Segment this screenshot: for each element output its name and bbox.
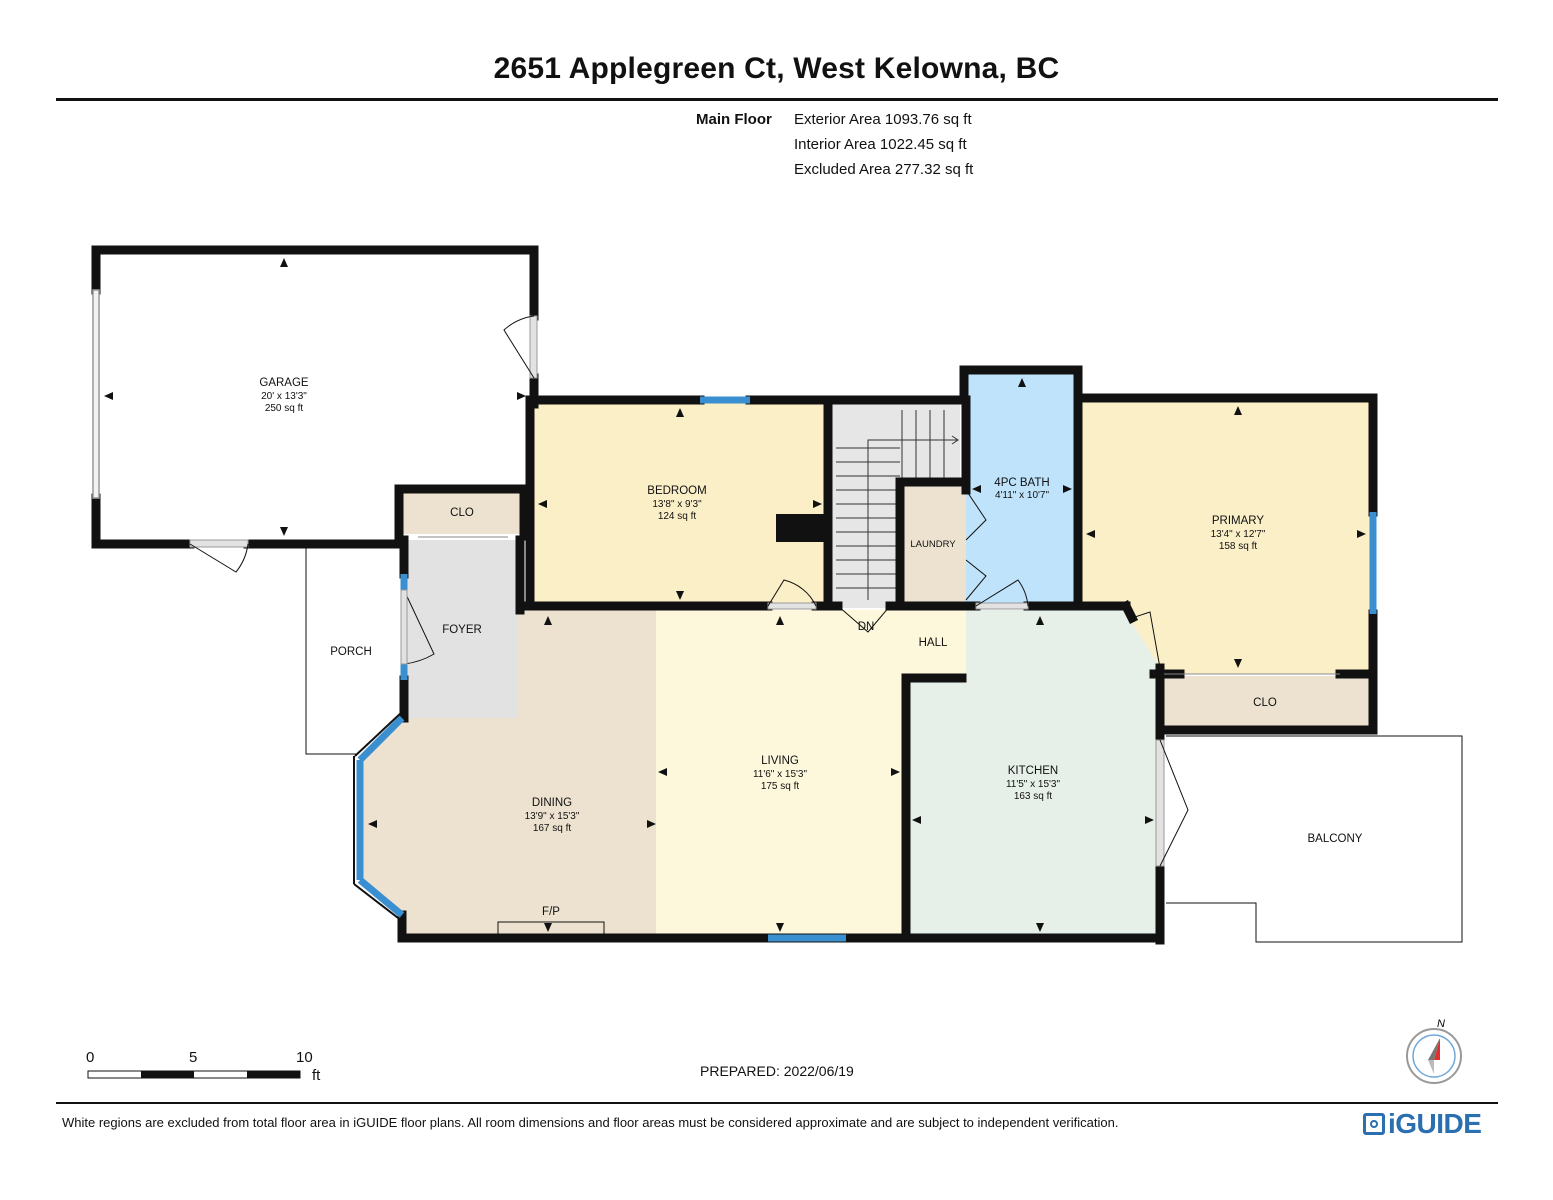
living-fill — [656, 610, 966, 938]
area-value: 277.32 sq ft — [894, 161, 974, 178]
bedroom-area: 124 sq ft — [658, 511, 697, 522]
walls — [91, 245, 1378, 945]
hall-label: HALL — [919, 637, 948, 649]
garage-dims: 20' x 13'3" — [261, 391, 307, 402]
garage-area: 250 sq ft — [265, 403, 304, 414]
laundry-fill — [904, 482, 966, 606]
kitchen-name: KITCHEN — [1008, 765, 1058, 777]
garage-door — [92, 289, 100, 499]
bedroom-fill — [530, 401, 828, 607]
closet-label: CLO — [450, 507, 474, 519]
area-label: Interior Area — [794, 136, 876, 153]
laundry-label: LAUNDRY — [910, 539, 956, 550]
dining-area: 167 sq ft — [533, 823, 572, 834]
area-value: 1093.76 sq ft — [884, 111, 972, 128]
scale-tick-0: 0 — [86, 1049, 94, 1066]
compass-icon: N — [1406, 1018, 1462, 1084]
bedroom-dims: 13'8" x 9'3" — [652, 499, 702, 510]
garage-name: GARAGE — [259, 377, 309, 389]
scale-bar: 0 5 10 ft — [86, 1049, 321, 1084]
scale-unit: ft — [312, 1067, 321, 1084]
dining-dims: 13'9" x 15'3" — [525, 811, 580, 822]
bay-outline — [353, 711, 403, 922]
bath-fill — [966, 372, 1077, 606]
dimension-arrows — [104, 258, 1366, 932]
dining-fill — [360, 610, 656, 938]
foyer-fill — [404, 540, 518, 718]
bedroom-name: BEDROOM — [647, 485, 706, 497]
plan-title: 2651 Applegreen Ct, West Kelowna, BC — [493, 52, 1060, 85]
interior-area: Interior Area 1022.45 sq ft — [794, 136, 967, 153]
area-label: Exterior Area — [794, 111, 881, 128]
living-dims: 11'6" x 15'3" — [753, 769, 808, 780]
primary-area: 158 sq ft — [1219, 541, 1258, 552]
kitchen-fill — [906, 610, 1160, 938]
primary-closet-fill — [1160, 676, 1371, 728]
dining-name: DINING — [532, 797, 572, 809]
doors — [189, 315, 1340, 867]
scale-tick-5: 5 — [189, 1049, 197, 1066]
staircase — [836, 410, 959, 600]
bath-name: 4PC BATH — [994, 477, 1049, 489]
windows — [356, 396, 1377, 942]
fireplace-label: F/P — [542, 906, 560, 918]
prepared-label: PREPARED: — [700, 1063, 780, 1079]
area-value: 1022.45 sq ft — [879, 136, 967, 153]
foyer-label: FOYER — [442, 624, 482, 636]
kitchen-area: 163 sq ft — [1014, 791, 1053, 802]
porch-label: PORCH — [330, 646, 372, 658]
area-label: Excluded Area — [794, 161, 891, 178]
footer-divider — [56, 1102, 1498, 1104]
exterior-area: Exterior Area 1093.76 sq ft — [794, 111, 972, 128]
primary-dims: 13'4" x 12'7" — [1211, 529, 1266, 540]
floor-name: Main Floor — [696, 111, 772, 128]
scale-tick-10: 10 — [296, 1049, 313, 1066]
iguide-logo-icon — [1363, 1113, 1385, 1135]
primary-name: PRIMARY — [1212, 515, 1265, 527]
prepared-value: 2022/06/19 — [783, 1063, 854, 1079]
iguide-logo-text: iGUIDE — [1388, 1108, 1482, 1139]
disclaimer-text: White regions are excluded from total fl… — [62, 1115, 1119, 1130]
prepared-date: PREPARED: 2022/06/19 — [700, 1063, 854, 1079]
chimney-block — [776, 514, 828, 542]
living-area: 175 sq ft — [761, 781, 800, 792]
bath-dims: 4'11" x 10'7" — [995, 490, 1050, 501]
upper-closet-fill — [399, 490, 525, 534]
fireplace — [497, 921, 605, 935]
balcony-label: BALCONY — [1308, 833, 1363, 845]
excluded-area: Excluded Area 277.32 sq ft — [794, 161, 973, 178]
kitchen-dims: 11'5" x 15'3" — [1006, 779, 1061, 790]
living-name: LIVING — [761, 755, 799, 767]
iguide-logo: iGUIDE — [1363, 1108, 1482, 1140]
exterior-outlines — [305, 546, 1463, 943]
header-divider — [56, 98, 1498, 101]
primary-closet-label: CLO — [1253, 697, 1277, 709]
stairs-down-label: DN — [858, 621, 875, 633]
compass-north-label: N — [1437, 1018, 1445, 1030]
